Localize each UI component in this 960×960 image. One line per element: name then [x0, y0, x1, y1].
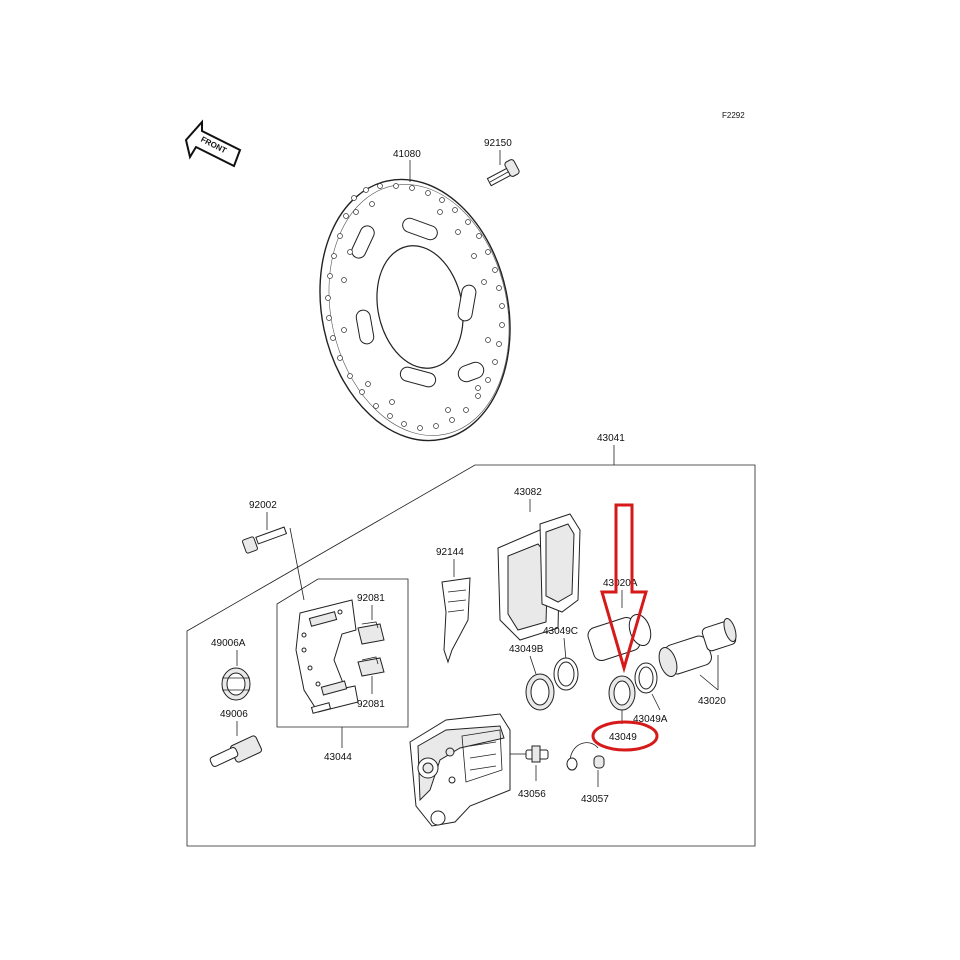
label-pad-set: 43082 [514, 487, 542, 498]
brake-pad-outer [539, 513, 581, 613]
disc-bolt [486, 159, 520, 187]
pad-clip-upper [357, 621, 385, 645]
highlight-circle [591, 720, 659, 752]
slide-pin-boot [221, 667, 251, 701]
bleeder-cap [566, 742, 605, 771]
label-seal-b: 43049B [509, 644, 544, 655]
label-disc-bolt: 92150 [484, 138, 512, 149]
caliper-assy-outline [186, 464, 756, 847]
highlight-arrow-icon [600, 503, 648, 674]
label-piston-a: 43020A [603, 578, 638, 589]
piston [658, 635, 712, 677]
figure-code: F2292 [722, 111, 745, 120]
label-caliper-assy: 43041 [597, 433, 625, 444]
label-pin: 49006 [220, 709, 248, 720]
label-piston: 43020 [698, 696, 726, 707]
label-clip-lower: 92081 [357, 699, 385, 710]
piston-seal-b [525, 673, 555, 711]
piston-a [587, 613, 652, 662]
caliper-bracket [295, 599, 359, 714]
slide-pin [209, 735, 263, 767]
label-cap: 43057 [581, 794, 609, 805]
label-boot-a: 49006A [211, 638, 246, 649]
pad-spring [441, 577, 471, 664]
label-seal: 43049 [609, 732, 637, 743]
piston-cap [701, 617, 737, 652]
label-bleeder: 43056 [518, 789, 546, 800]
label-pad-spring: 92144 [436, 547, 464, 558]
pad-clip-lower [357, 656, 385, 677]
piston-seal-a [634, 662, 658, 694]
piston-seal [608, 675, 636, 711]
piston-seal-c [553, 657, 579, 691]
bleeder-valve [510, 745, 549, 763]
label-disc: 41080 [393, 149, 421, 160]
label-bracket: 43044 [324, 752, 352, 763]
bracket-subassy-outline [276, 578, 409, 728]
brake-disc [319, 178, 511, 442]
label-clip-upper: 92081 [357, 593, 385, 604]
front-arrow-icon: FRONT [184, 119, 242, 168]
label-seal-c: 43049C [543, 626, 578, 637]
label-bracket-bolt: 92002 [249, 500, 277, 511]
label-seal-a: 43049A [633, 714, 668, 725]
caliper-body [409, 713, 511, 827]
bracket-bolt [242, 526, 288, 554]
